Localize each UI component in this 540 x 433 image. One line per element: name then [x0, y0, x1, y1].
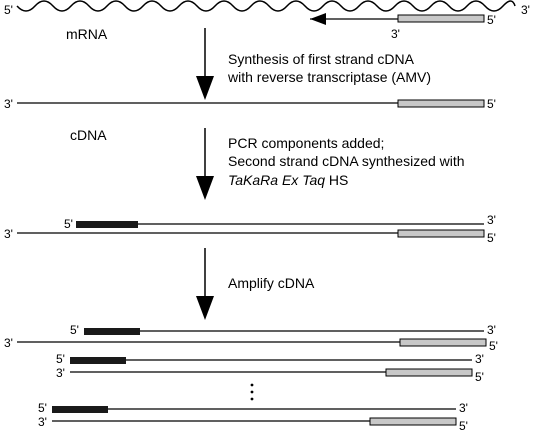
p1-first-primer [399, 338, 487, 347]
ds-second-primer [76, 221, 138, 228]
p1-top-5-end-label: 5' [70, 323, 79, 337]
ds-top-3-end-label: 3' [487, 213, 496, 227]
p1-top-3-end-label: 3' [487, 323, 496, 337]
p2-bottom-5-end-label: 5' [475, 370, 484, 384]
step2-line3: TaKaRa Ex Taq HS [228, 172, 348, 188]
ellipsis-dot-2 [250, 390, 254, 394]
primer-3-end-label: 3' [391, 27, 400, 41]
mrna-5-end-label: 5' [4, 3, 13, 17]
p1-bottom-3-end-label: 3' [4, 336, 13, 350]
step-arrow-2-head-icon [196, 176, 214, 200]
p2-top-3-end-label: 3' [475, 352, 484, 366]
extension-arrowhead-icon [310, 13, 326, 25]
p2-first-primer [385, 368, 473, 377]
step2-line2: Second strand cDNA synthesized with [228, 153, 465, 169]
oligo-dt-primer [397, 14, 485, 23]
step-arrow-3-head-icon [196, 296, 214, 320]
p3-top-3-end-label: 3' [459, 401, 468, 415]
ds-bottom-5-end-label: 5' [487, 231, 496, 245]
p3-top-5-end-label: 5' [38, 401, 47, 415]
p3-second-primer [52, 406, 108, 413]
step1-line1: Synthesis of first strand cDNA [228, 51, 415, 67]
ds-bottom-3-end-label: 3' [4, 227, 13, 241]
p3-first-primer [369, 417, 457, 426]
step1-line2: with reverse transcriptase (AMV) [227, 69, 431, 85]
step3-label: Amplify cDNA [228, 275, 315, 291]
p2-second-primer [70, 357, 126, 364]
ds-top-5-end-label: 5' [64, 217, 73, 231]
cdna-3-end-label: 3' [4, 97, 13, 111]
enzyme-suffix: HS [325, 172, 348, 188]
ellipsis-dot-1 [250, 383, 254, 387]
mrna-3-end-label: 3' [521, 3, 530, 17]
p2-top-5-end-label: 5' [56, 352, 65, 366]
step2-line1: PCR components added; [228, 135, 384, 151]
mrna-label: mRNA [66, 26, 108, 42]
primer-5-end-label: 5' [487, 13, 496, 27]
p3-bottom-5-end-label: 5' [459, 419, 468, 433]
p3-bottom-3-end-label: 3' [38, 415, 47, 429]
mrna-strand [16, 0, 516, 12]
enzyme-name: TaKaRa Ex Taq [228, 172, 325, 188]
cdna-5-end-label: 5' [487, 97, 496, 111]
cdna-label: cDNA [70, 127, 107, 143]
ds-first-primer [397, 229, 485, 238]
step-arrow-1-head-icon [196, 76, 214, 100]
p1-bottom-5-end-label: 5' [489, 339, 498, 353]
p2-bottom-3-end-label: 3' [56, 366, 65, 380]
ellipsis-dot-3 [250, 397, 254, 401]
p1-second-primer [84, 328, 140, 335]
first-strand-primer [397, 99, 485, 108]
